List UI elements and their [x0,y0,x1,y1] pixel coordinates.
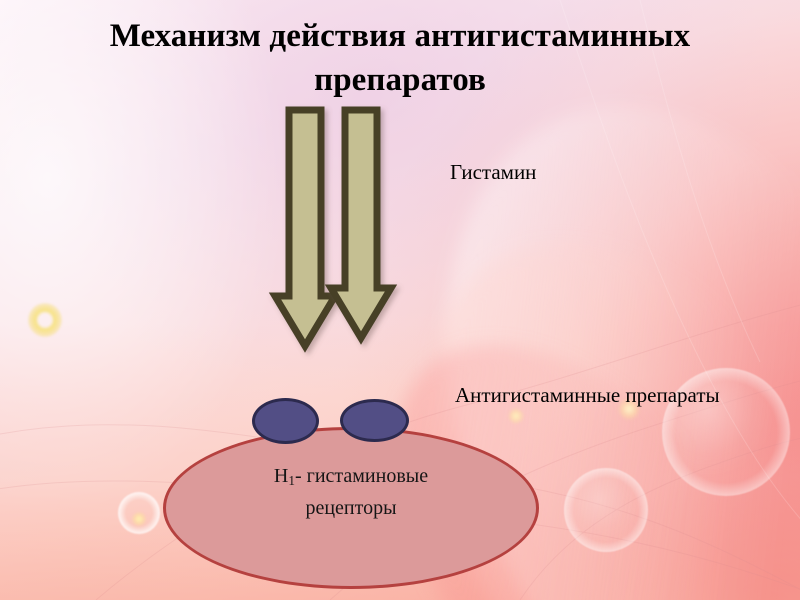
h1-receptor-left [252,398,319,444]
h1-receptor-right [340,399,409,442]
histamine-label: Гистамин [450,160,537,184]
receptor-symbol-prefix: H [273,465,289,487]
antihistamine-arrow-icon [324,106,398,345]
decorative-glow-spark [132,512,146,526]
histamine-arrow-icon [268,106,342,353]
antihistamine-label: Антигистаминные препараты [455,383,720,407]
decorative-glow-ring [28,303,62,337]
receptor-label-suffix: - гистаминовые [294,465,429,487]
decorative-glow-spark-secondary [618,398,640,420]
decorative-bubble-medium [564,468,648,552]
cell-label-line-1: H1- гистаминовые [163,460,539,492]
cell-label: H1- гистаминовые рецепторы [163,460,539,525]
decorative-bubble-tiny [508,408,524,424]
cell-label-line-2: рецепторы [305,497,397,520]
receptor-symbol-subscript: 1 [288,472,295,488]
cell-ellipse [163,427,539,589]
decorative-bubble-large [662,368,790,496]
slide-title: Механизм действия антигистаминных препар… [109,18,691,99]
